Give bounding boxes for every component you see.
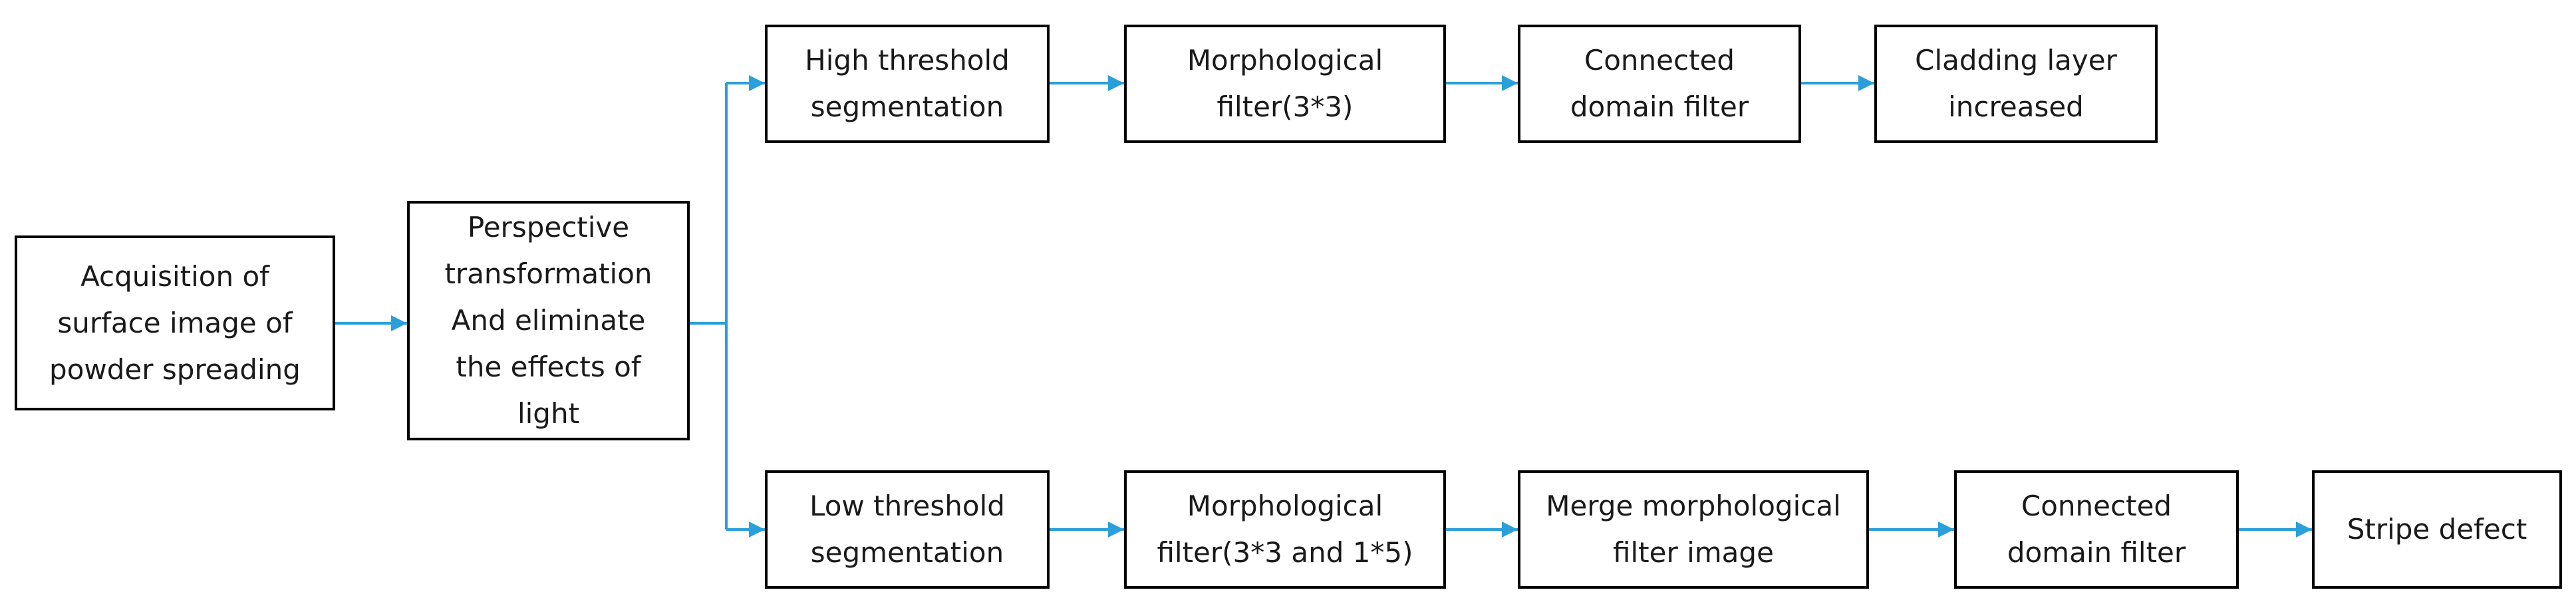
node-morphological-filter-low-label: Morphological filter(3*3 and 1*5) — [1157, 490, 1413, 569]
node-merge-morphological-filter-image: Merge morphological filter image — [1518, 470, 1869, 589]
node-morphological-filter-high: Morphological filter(3*3) — [1124, 25, 1446, 143]
node-perspective-transformation: Perspective transformation And eliminate… — [407, 201, 690, 440]
node-connected-domain-filter-high: Connected domain filter — [1518, 25, 1801, 143]
node-perspective-transformation-label: Perspective transformation And eliminate… — [444, 211, 652, 430]
node-merge-morphological-filter-image-label: Merge morphological filter image — [1546, 490, 1841, 569]
node-cladding-layer-increased-label: Cladding layer increased — [1915, 44, 2117, 123]
node-low-threshold-segmentation: Low threshold segmentation — [765, 470, 1050, 589]
node-connected-domain-filter-low: Connected domain filter — [1954, 470, 2239, 589]
node-morphological-filter-low: Morphological filter(3*3 and 1*5) — [1124, 470, 1446, 589]
node-morphological-filter-high-label: Morphological filter(3*3) — [1187, 44, 1383, 123]
node-stripe-defect: Stripe defect — [2312, 470, 2562, 589]
node-cladding-layer-increased: Cladding layer increased — [1874, 25, 2158, 143]
node-connected-domain-filter-high-label: Connected domain filter — [1570, 44, 1749, 123]
node-high-threshold-segmentation-label: High threshold segmentation — [805, 44, 1010, 123]
node-acquisition-label: Acquisition of surface image of powder s… — [49, 259, 301, 386]
node-stripe-defect-label: Stripe defect — [2347, 513, 2527, 545]
node-acquisition: Acquisition of surface image of powder s… — [15, 235, 335, 410]
node-high-threshold-segmentation: High threshold segmentation — [765, 25, 1050, 143]
node-low-threshold-segmentation-label: Low threshold segmentation — [809, 490, 1005, 569]
node-connected-domain-filter-low-label: Connected domain filter — [2007, 490, 2186, 569]
